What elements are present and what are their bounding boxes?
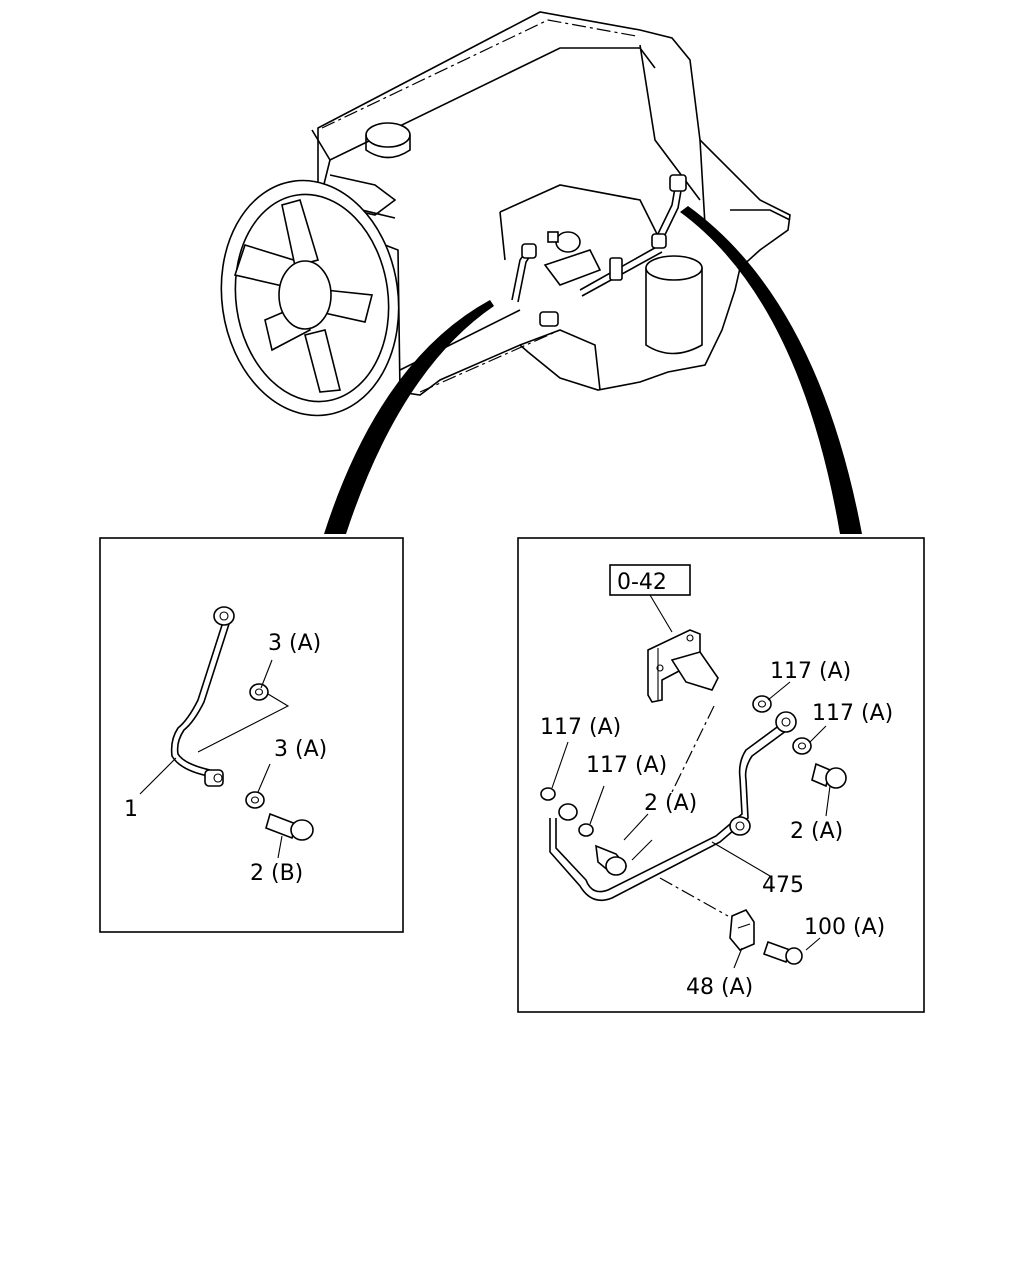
label-eye-bolt: 2 (B) bbox=[250, 861, 303, 886]
washer-icon bbox=[578, 823, 594, 837]
bolt-icon bbox=[762, 940, 803, 965]
label-washer-lower: 3 (A) bbox=[274, 737, 327, 762]
eye-bolt-icon bbox=[595, 844, 628, 876]
label-washer-left: 117 (A) bbox=[540, 715, 621, 740]
right-detail-panel: 0-42 bbox=[517, 537, 925, 1013]
clip-icon bbox=[729, 909, 755, 951]
label-clip: 48 (A) bbox=[686, 975, 753, 1000]
label-washer-mid: 117 (A) bbox=[586, 753, 667, 778]
left-detail-panel: 1 3 (A) 3 (A) 2 (B) bbox=[99, 537, 404, 933]
eye-bolt-icon bbox=[811, 762, 847, 789]
washer-icon bbox=[245, 791, 265, 809]
washer-icon bbox=[792, 737, 812, 755]
oil-pipe-part-1 bbox=[170, 606, 235, 787]
washer-icon bbox=[540, 787, 556, 801]
washer-icon bbox=[249, 683, 269, 701]
oil-pipe-part-475 bbox=[549, 711, 797, 902]
label-washer-right: 117 (A) bbox=[812, 701, 893, 726]
label-part-1: 1 bbox=[124, 797, 138, 822]
label-bolt-right: 2 (A) bbox=[790, 819, 843, 844]
label-bolt-mid: 2 (A) bbox=[644, 791, 697, 816]
label-washer-upper: 3 (A) bbox=[268, 631, 321, 656]
reference-box bbox=[609, 564, 691, 596]
label-bolt-clip: 100 (A) bbox=[804, 915, 885, 940]
bracket-icon bbox=[647, 629, 719, 703]
callout-arc-right bbox=[680, 206, 862, 534]
eye-bolt-icon bbox=[265, 812, 314, 841]
washer-icon bbox=[752, 695, 772, 713]
callout-arc-left bbox=[324, 300, 494, 534]
label-pipe-475: 475 bbox=[762, 873, 804, 898]
label-washer-top-right: 117 (A) bbox=[770, 659, 851, 684]
reference-box-label: 0-42 bbox=[617, 570, 667, 595]
